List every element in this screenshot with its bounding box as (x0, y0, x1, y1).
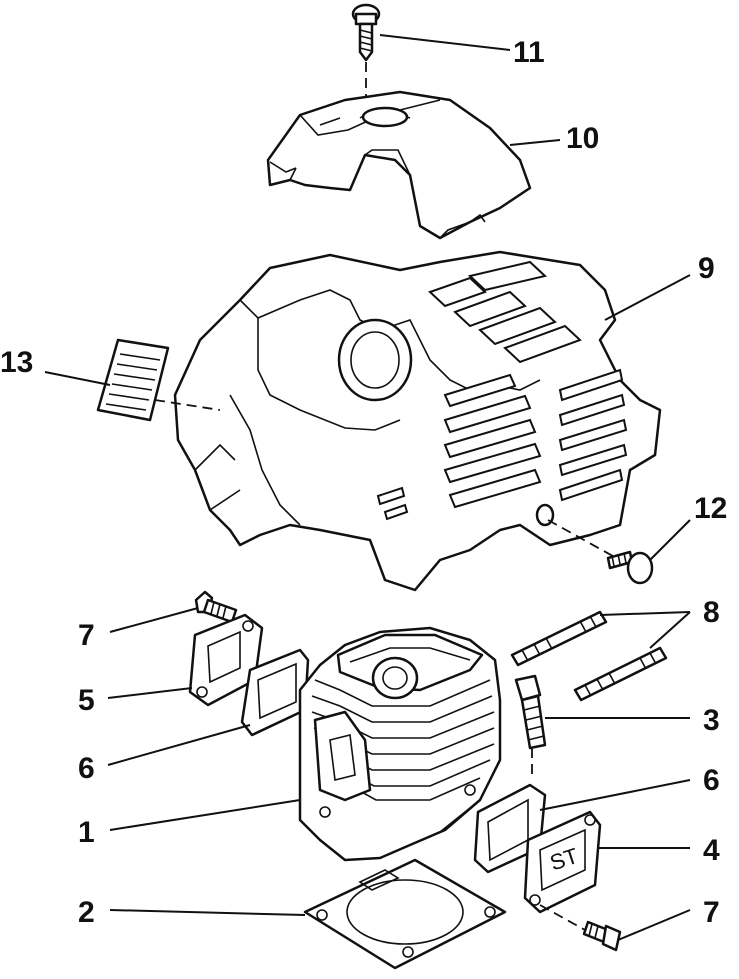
callout-6-left: 6 (78, 752, 95, 785)
callout-12: 12 (694, 492, 727, 525)
callout-numbers: 11 10 9 13 12 8 7 5 3 6 6 1 4 2 7 (0, 36, 727, 929)
part-3-bolt (514, 674, 547, 775)
callout-11: 11 (513, 36, 545, 69)
part-9-engine-shroud (173, 250, 662, 592)
callout-3: 3 (703, 704, 720, 737)
callout-9: 9 (698, 252, 715, 285)
callout-7-top: 7 (78, 619, 95, 652)
part-5-flange (188, 613, 264, 707)
leader-lines (44, 34, 691, 941)
part-1-cylinder (298, 626, 502, 862)
part-10-top-cover (266, 90, 532, 240)
part-8-studs (510, 610, 668, 702)
part-13-label (96, 338, 221, 422)
callout-4: 4 (703, 834, 720, 867)
part-7-screw-bottom (582, 920, 622, 952)
part-12-screw (606, 550, 654, 585)
callout-7-bottom: 7 (703, 896, 720, 929)
callout-2: 2 (78, 896, 95, 929)
callout-5: 5 (78, 684, 95, 717)
part-2-base-gasket (303, 858, 507, 970)
callout-13: 13 (0, 346, 33, 379)
callout-8: 8 (703, 596, 720, 629)
callout-6-right: 6 (703, 764, 720, 797)
callout-1: 1 (78, 816, 95, 849)
part-4-plate: ST (523, 810, 602, 931)
callout-10: 10 (566, 122, 599, 155)
part-7-screw-top (194, 590, 238, 624)
